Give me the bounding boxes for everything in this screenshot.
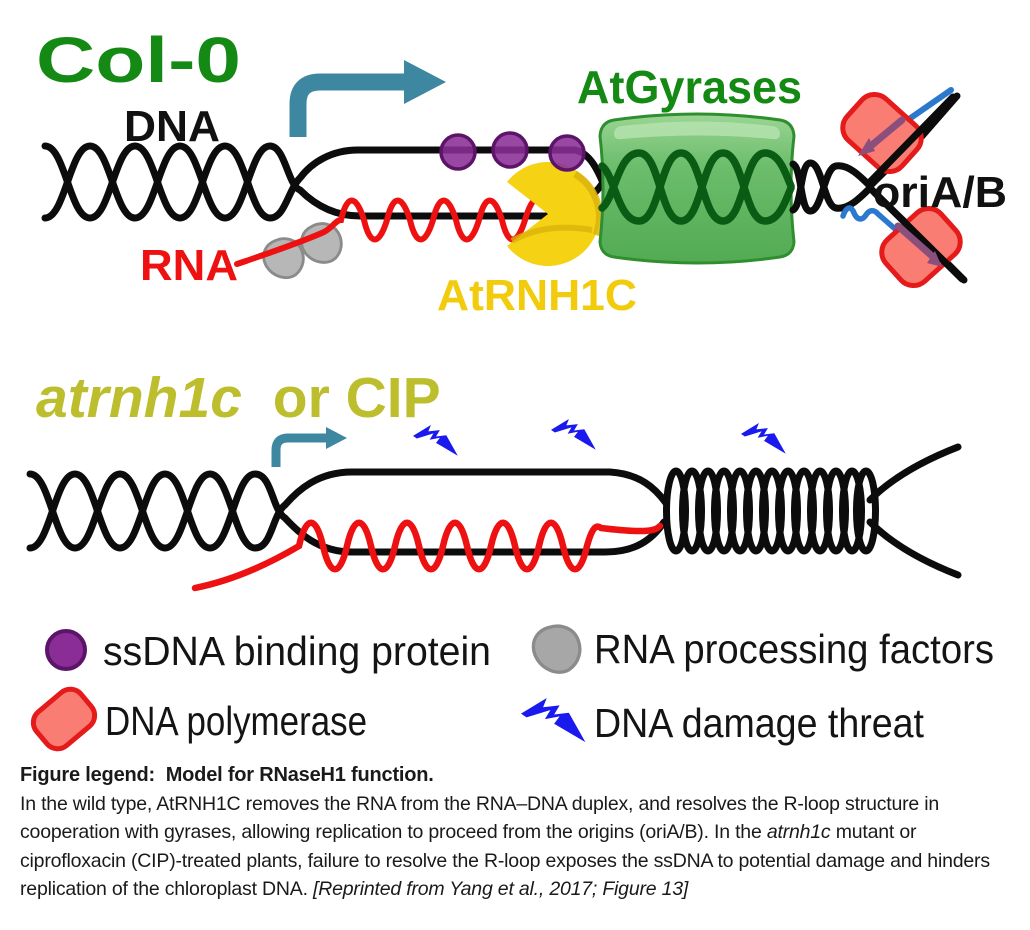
wild-type-title: Col-0 [36, 24, 241, 96]
rnh1c-pacman-icon [507, 162, 603, 267]
caption-body: In the wild type, AtRNH1C removes the RN… [20, 790, 994, 903]
legend-item-damage: DNA damage threat [521, 698, 925, 746]
ssdna-binding-protein-icons [439, 131, 586, 172]
legend-item-ssdna: ssDNA binding protein [45, 628, 491, 674]
rnaseh1-model-figure: Col-0 DNA RNA AtRNH1C [26, 24, 1007, 752]
transcription-arrow-icon [289, 60, 446, 137]
caption-heading: Figure legend: Model for RNaseH1 functio… [20, 764, 434, 786]
legend-item-rna-factors: RNA processing factors [531, 624, 994, 674]
caption-gene-italic: atrnh1c [766, 821, 831, 844]
legend-item-polymerase: DNA polymerase [30, 686, 367, 752]
supercoiled-dna [663, 443, 962, 579]
rna-processing-factor-icon [531, 624, 582, 674]
legend-label-damage: DNA damage threat [594, 700, 925, 746]
ssdna-binding-protein-icon [45, 629, 87, 671]
gyrase-barrel-icon [598, 112, 796, 265]
mutant-title-gene: atrnh1c [36, 366, 242, 430]
mutant-panel: atrnh1c or CIP [26, 366, 962, 592]
legend-label-polymerase: DNA polymerase [105, 698, 367, 744]
caption-reprint-italic: [Reprinted from Yang et al., 2017; Figur… [313, 877, 689, 900]
rna-strand [234, 195, 540, 267]
rloop-rna-strand [191, 519, 664, 592]
origin-label: oriA/B [873, 168, 1007, 217]
dna-double-helix [41, 142, 617, 222]
transcription-arrow-small-icon [271, 427, 347, 467]
figure-caption: Figure legend: Model for RNaseH1 functio… [20, 764, 994, 903]
legend-label-rna-factors: RNA processing factors [594, 626, 994, 672]
dna-damage-bolt-icons [413, 419, 786, 456]
wild-type-panel: Col-0 DNA RNA AtRNH1C [36, 24, 1007, 320]
mutant-title-rest: or CIP [273, 366, 441, 430]
rnh1c-label: AtRNH1C [437, 271, 637, 320]
dna-label: DNA [124, 102, 220, 151]
mutant-title: atrnh1c or CIP [36, 366, 441, 430]
gyrases-label: AtGyrases [577, 61, 802, 113]
dna-damage-bolt-icon [521, 698, 586, 743]
replication-fork-top [840, 87, 957, 186]
dna-polymerase-icon [30, 686, 98, 752]
caption-text-2: mutant or ciprofloxacin (CIP)-treated pl… [20, 821, 990, 900]
legend-label-ssdna: ssDNA binding protein [103, 628, 491, 674]
replication-fork-bottom [840, 188, 966, 289]
gyrase-inner-helix [598, 149, 795, 225]
caption-text: In the wild type, AtRNH1C removes the RN… [20, 793, 940, 844]
rna-label: RNA [140, 241, 238, 290]
figure-legend: ssDNA binding protein RNA processing fac… [30, 624, 994, 752]
